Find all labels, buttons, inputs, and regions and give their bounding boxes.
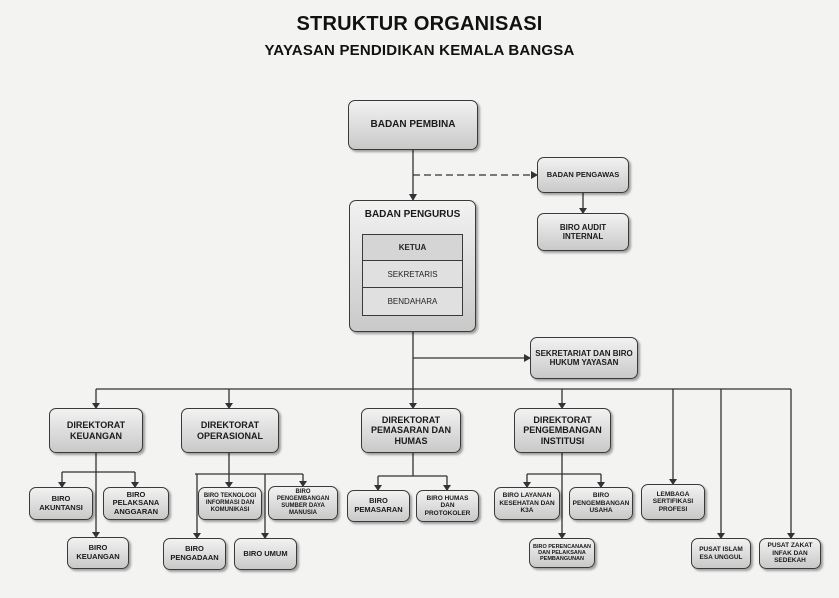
node-direktorat-keuangan[interactable]: DIREKTORAT KEUANGAN (49, 408, 143, 453)
node-badan-pembina[interactable]: BADAN PEMBINA (348, 100, 478, 150)
node-biro-perencanaan-pembangunan[interactable]: BIRO PERENCANAAN DAN PELAKSANA PEMBANGUN… (529, 538, 595, 568)
arrowhead (409, 194, 417, 201)
node-bendahara[interactable]: BENDAHARA (362, 287, 463, 316)
arrowhead (558, 403, 566, 409)
arrowhead (261, 533, 269, 539)
arrowhead (58, 482, 66, 488)
arrowhead (558, 533, 566, 539)
arrowhead (523, 482, 531, 488)
node-sekretaris[interactable]: SEKRETARIS (362, 260, 463, 288)
node-biro-audit-internal[interactable]: BIRO AUDIT INTERNAL (537, 213, 629, 251)
arrowhead (131, 482, 139, 488)
arrowhead (92, 403, 100, 409)
arrowhead (524, 354, 531, 362)
node-pusat-islam[interactable]: PUSAT ISLAM ESA UNGGUL (691, 538, 751, 569)
node-badan-pengawas[interactable]: BADAN PENGAWAS (537, 157, 629, 193)
node-pusat-zakat[interactable]: PUSAT ZAKAT INFAK DAN SEDEKAH (759, 538, 821, 569)
node-biro-keuangan[interactable]: BIRO KEUANGAN (67, 537, 129, 569)
arrowhead (374, 485, 382, 491)
node-sekretariat-biro-hukum[interactable]: SEKRETARIAT DAN BIRO HUKUM YAYASAN (530, 337, 638, 379)
arrowhead (299, 481, 307, 487)
arrowhead (597, 482, 605, 488)
badan-pengurus-label: BADAN PENGURUS (364, 209, 461, 220)
node-biro-pengembangan-usaha[interactable]: BIRO PENGEMBANGAN USAHA (569, 487, 633, 520)
arrowhead (579, 208, 587, 214)
node-biro-pelaksana-anggaran[interactable]: BIRO PELAKSANA ANGGARAN (103, 487, 169, 520)
node-ketua[interactable]: KETUA (362, 234, 463, 261)
node-direktorat-pemasaran-humas[interactable]: DIREKTORAT PEMASARAN DAN HUMAS (361, 408, 461, 453)
node-biro-pengadaan[interactable]: BIRO PENGADAAN (163, 538, 226, 570)
arrowhead (531, 171, 538, 179)
node-biro-pemasaran[interactable]: BIRO PEMASARAN (347, 490, 410, 522)
arrowhead (669, 479, 677, 485)
node-biro-layanan[interactable]: BIRO LAYANAN KESEHATAN DAN K3A (494, 487, 560, 520)
arrowhead (409, 403, 417, 409)
arrowhead (92, 532, 100, 538)
chart-title: STRUKTUR ORGANISASI (296, 13, 543, 35)
node-biro-pengembangan-sdm[interactable]: BIRO PENGEMBANGAN SUMBER DAYA MANUSIA (268, 486, 338, 520)
arrowhead (443, 485, 451, 491)
chart-subtitle: YAYASAN PENDIDIKAN KEMALA BANGSA (264, 42, 575, 59)
node-biro-teknologi-informasi[interactable]: BIRO TEKNOLOGI INFORMASI DAN KOMUNIKASI (198, 487, 262, 520)
node-biro-umum[interactable]: BIRO UMUM (234, 538, 297, 570)
node-biro-akuntansi[interactable]: BIRO AKUNTANSI (29, 487, 93, 520)
arrowhead (717, 533, 725, 539)
node-direktorat-pengembangan-institusi[interactable]: DIREKTORAT PENGEMBANGAN INSTITUSI (514, 408, 611, 453)
arrowhead (225, 482, 233, 488)
arrowhead (225, 403, 233, 409)
node-lembaga-sertifikasi-profesi[interactable]: LEMBAGA SERTIFIKASI PROFESI (641, 484, 705, 520)
arrowhead (193, 533, 201, 539)
arrowhead (787, 533, 795, 539)
node-biro-humas-protokoler[interactable]: BIRO HUMAS DAN PROTOKOLER (416, 490, 479, 522)
node-direktorat-operasional[interactable]: DIREKTORAT OPERASIONAL (181, 408, 279, 453)
